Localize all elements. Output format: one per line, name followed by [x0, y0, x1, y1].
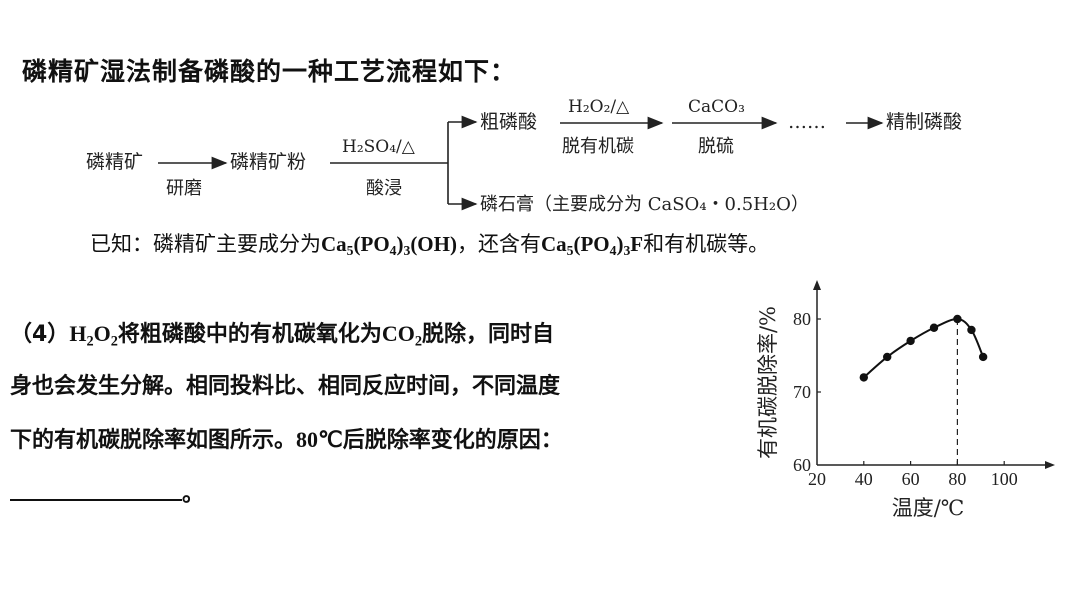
question-line-3: 下的有机碳脱除率如图所示。80℃后脱除率变化的原因：	[10, 427, 563, 453]
x-tick-label: 40	[855, 469, 873, 489]
flow-step2-label: 脱硫	[698, 136, 734, 157]
x-tick-label: 100	[991, 469, 1018, 489]
flow-crude-acid: 粗磷酸	[480, 111, 537, 133]
page-title: 磷精矿湿法制备磷酸的一种工艺流程如下：	[22, 57, 517, 86]
flow-powder: 磷精矿粉	[230, 151, 306, 173]
y-axis-label: 有机碳脱除率/%	[756, 306, 780, 459]
x-tick-label: 80	[948, 469, 966, 489]
data-point	[967, 325, 976, 335]
y-tick-label: 70	[793, 382, 811, 402]
y-tick-label: 60	[793, 455, 811, 475]
data-point	[883, 352, 892, 362]
y-tick-label: 80	[793, 309, 811, 329]
x-axis-arrow	[1045, 461, 1055, 469]
answer-blank[interactable]	[10, 479, 182, 501]
flow-leach-reagent: H₂SO₄/△	[342, 137, 416, 157]
data-point	[929, 323, 939, 332]
removal-rate-chart: 20 40 60 80 100 60 70 80 温度/℃ 有机碳脱除率/%	[756, 280, 1055, 520]
question-line-2: 身也会发生分解。相同投料比、相同反应时间，不同温度	[10, 374, 561, 399]
y-axis-arrow	[813, 280, 821, 290]
x-tick-label: 20	[808, 469, 826, 489]
flow-product: 精制磷酸	[886, 111, 962, 133]
data-point	[906, 336, 915, 346]
process-flow-diagram: 磷精矿 研磨 磷精矿粉 H₂SO₄/△ 酸浸 粗磷酸 H₂O₂/△ 脱有机碳 C…	[86, 97, 962, 215]
flow-step2-reagent: CaCO₃	[688, 97, 745, 117]
x-axis-label: 温度/℃	[892, 496, 965, 520]
series-line	[863, 318, 985, 379]
flow-ore: 磷精矿	[86, 151, 143, 173]
question-line-4: 。	[10, 476, 204, 508]
data-point	[859, 373, 868, 382]
known-info: 已知：磷精矿主要成分为Ca5(PO4)3(OH)，还含有Ca5(PO4)3F和有…	[90, 232, 770, 259]
flow-grind-label: 研磨	[166, 178, 202, 199]
data-point	[953, 314, 962, 324]
flow-dots: ……	[788, 111, 826, 133]
flow-step1-label: 脱有机碳	[562, 136, 634, 157]
flow-leach-label: 酸浸	[366, 178, 402, 199]
flow-step1-reagent: H₂O₂/△	[568, 97, 630, 117]
flow-byproduct: 磷石膏（主要成分为 CaSO₄・0.5H₂O）	[480, 193, 809, 215]
data-point	[978, 352, 988, 362]
question-line-1: （4）H2O2将粗磷酸中的有机碳氧化为CO2脱除，同时自	[10, 321, 555, 350]
x-tick-label: 60	[902, 469, 920, 489]
